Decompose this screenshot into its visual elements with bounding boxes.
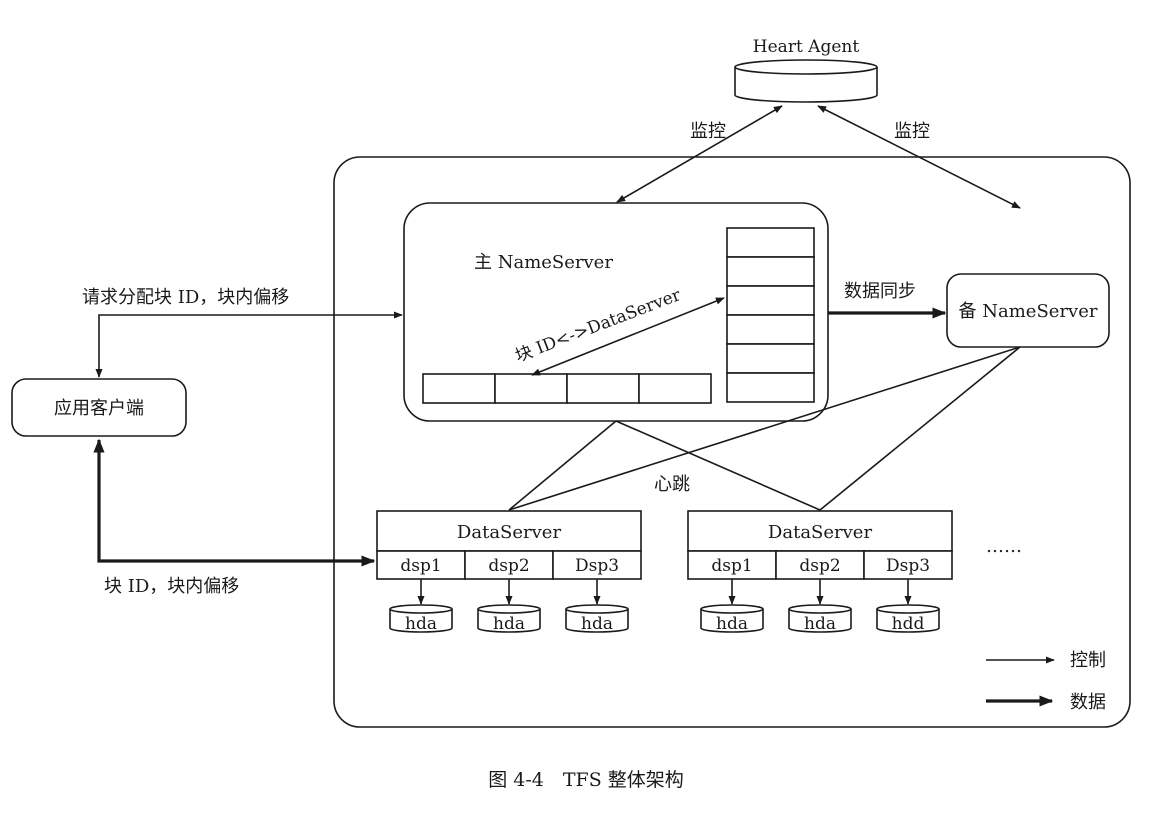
partition-cell: [552, 550, 642, 580]
disk-cylinder-top: [876, 604, 940, 614]
client-node: 应用客户端: [11, 378, 187, 437]
disk-cylinder-body: [876, 609, 940, 633]
block-table-cell: [726, 343, 815, 374]
monitor-label-left: 监控: [690, 121, 726, 142]
heartbeat-line: [508, 346, 1021, 511]
heart-agent-label: Heart Agent: [753, 37, 860, 57]
heart-agent-node: Heart Agent: [734, 37, 878, 103]
dataserver-title: DataServer: [768, 522, 873, 543]
dataserver-header: [687, 510, 953, 552]
block-table-cell: [726, 285, 815, 316]
dataserver-header: [376, 510, 642, 552]
partition-label: dsp2: [799, 556, 840, 576]
partition-cell: [687, 550, 777, 580]
backup-nameserver-label: 备 NameServer: [959, 301, 1098, 322]
dataserver-node: DataServer dsp1 dsp2 Dsp3 hda hda hdd: [687, 510, 953, 634]
heart-agent-cylinder: [734, 67, 878, 103]
backup-nameserver-node: 备 NameServer: [946, 273, 1110, 348]
more-dataservers-ellipsis: ……: [986, 536, 1022, 557]
block-table-horizontal: [422, 373, 712, 404]
block-table-vertical: [726, 227, 815, 403]
heartbeat-label: 心跳: [654, 474, 690, 495]
disk-cylinder-top: [788, 604, 852, 614]
block-table-cell: [566, 373, 640, 404]
request-label: 请求分配块 ID，块内偏移: [82, 287, 289, 308]
heart-agent-cylinder-top: [734, 59, 878, 75]
block-table-cell: [638, 373, 712, 404]
partition-label: Dsp3: [886, 556, 930, 576]
partition-cell: [863, 550, 953, 580]
block-table-cell: [422, 373, 496, 404]
disk-cylinder: hda: [700, 604, 764, 634]
block-map-arrow: [531, 297, 725, 376]
block-table-cell: [726, 372, 815, 403]
disk-cylinder-body: [565, 609, 629, 633]
data-path-arrow: [93, 438, 376, 567]
partition-label: dsp2: [488, 556, 529, 576]
disk-cylinder-top: [389, 604, 453, 614]
disk-cylinder-body: [477, 609, 541, 633]
monitor-arrow-left: [616, 105, 783, 203]
figure-caption: 图 4-4 TFS 整体架构: [488, 769, 684, 791]
disk-cylinder: hda: [788, 604, 852, 634]
disk-cylinder: hda: [565, 604, 629, 634]
dataserver-node: DataServer dsp1 dsp2 Dsp3 hda hda hda: [376, 510, 642, 634]
block-table-cell: [726, 314, 815, 345]
legend-data-label: 数据: [1070, 692, 1106, 713]
dataserver-title: DataServer: [457, 522, 562, 543]
disk-label: hda: [581, 614, 613, 634]
disk-cylinder-top: [700, 604, 764, 614]
main-nameserver-label: 主 NameServer: [474, 252, 613, 273]
partition-label: dsp1: [711, 556, 752, 576]
backup-nameserver-box: [946, 273, 1110, 348]
partition-label: dsp1: [400, 556, 441, 576]
disk-label: hda: [716, 614, 748, 634]
disk-cylinder-body: [700, 609, 764, 633]
partition-cell: [376, 550, 466, 580]
data-sync-label: 数据同步: [844, 281, 916, 302]
legend-control-label: 控制: [1070, 650, 1106, 671]
partition-cell: [775, 550, 865, 580]
disk-label: hda: [804, 614, 836, 634]
heartbeat-line: [508, 420, 617, 511]
disk-cylinder: hda: [477, 604, 541, 634]
block-table-cell: [726, 256, 815, 287]
disk-cylinder-body: [788, 609, 852, 633]
disk-cylinder: hda: [389, 604, 453, 634]
heartbeat-line: [615, 420, 821, 511]
monitor-arrow-right: [817, 105, 1021, 209]
disk-label: hdd: [892, 614, 925, 634]
heartbeat-lines: [508, 346, 1021, 511]
client-box: [11, 378, 187, 437]
main-nameserver-node: 主 NameServer 块 ID<->DataServer: [403, 202, 829, 422]
disk-cylinder-top: [565, 604, 629, 614]
block-table-cell: [726, 227, 815, 258]
partition-label: Dsp3: [575, 556, 619, 576]
disk-cylinder: hdd: [876, 604, 940, 634]
disk-cylinder-top: [477, 604, 541, 614]
disk-label: hda: [405, 614, 437, 634]
disk-cylinder-body: [389, 609, 453, 633]
legend: 控制 数据: [986, 650, 1106, 713]
request-arrow: [95, 311, 403, 378]
response-label: 块 ID，块内偏移: [104, 576, 239, 597]
block-table-cell: [494, 373, 568, 404]
client-label: 应用客户端: [54, 398, 144, 419]
monitor-label-right: 监控: [894, 121, 930, 142]
heartbeat-line: [819, 346, 1021, 511]
disk-label: hda: [493, 614, 525, 634]
